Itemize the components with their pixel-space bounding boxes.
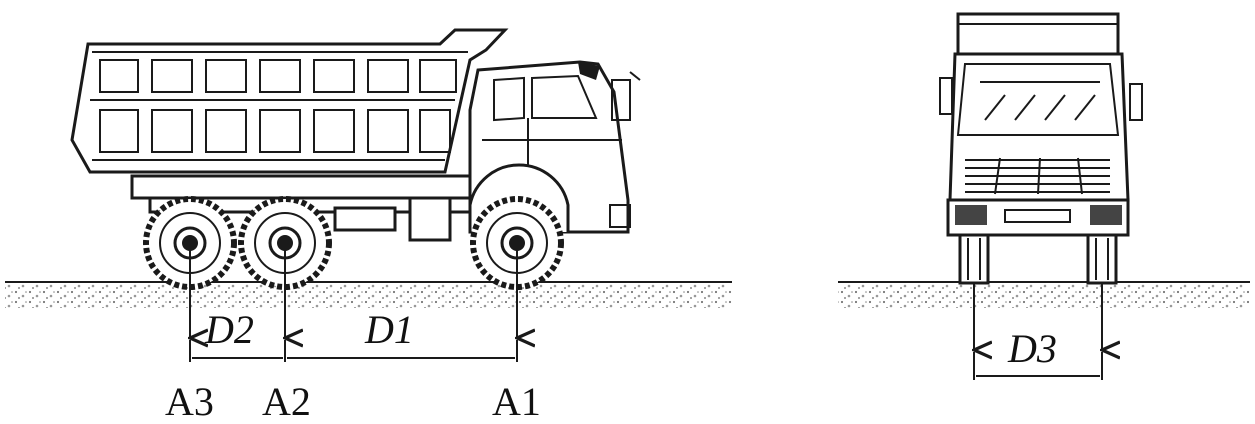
axle-label-a1: A1	[492, 379, 541, 424]
ground-front	[838, 281, 1250, 308]
truck-front-view	[939, 12, 1143, 285]
mirror-right	[1129, 83, 1143, 121]
dump-body	[70, 28, 509, 174]
dimension-label-d3: D3	[1007, 326, 1057, 371]
front-tire-right	[1086, 233, 1118, 285]
front-dimensions: D3	[974, 283, 1102, 380]
side-dimensions: D2 D1 A3 A2 A1	[165, 243, 541, 424]
dump-body-top	[956, 12, 1120, 56]
dimension-label-d1: D1	[364, 307, 414, 352]
license-plate	[1004, 209, 1071, 223]
headlight-right	[1090, 205, 1122, 225]
windshield	[956, 63, 1120, 136]
front-tire-left	[958, 233, 990, 285]
front-grille	[965, 157, 1110, 195]
truck-side-view	[70, 28, 641, 290]
axle-label-a3: A3	[165, 379, 214, 424]
cab	[468, 60, 641, 234]
dimension-label-d2: D2	[204, 307, 254, 352]
mirror-left	[939, 77, 953, 115]
headlight-left	[955, 205, 987, 225]
axle-label-a2: A2	[262, 379, 311, 424]
ground-side	[5, 281, 732, 308]
